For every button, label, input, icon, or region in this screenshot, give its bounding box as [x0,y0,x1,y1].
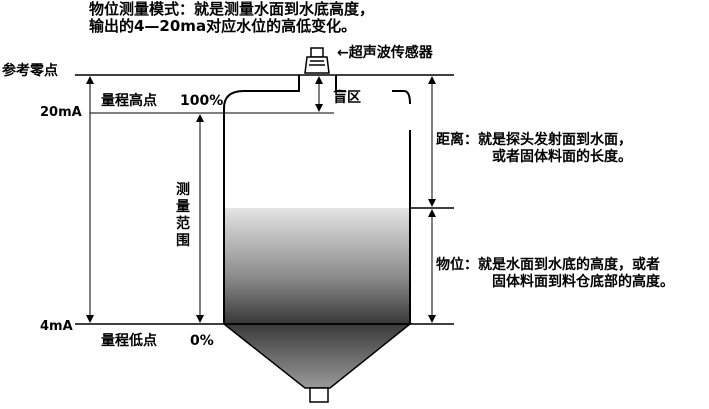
reference-zero-label: 参考零点 [2,63,58,79]
level-line-2: 固体料面到料仓底部的高度。 [492,274,674,290]
sensor-label: ←超声波传感器 [337,45,433,61]
blind-zone-label: 盲区 [333,90,361,106]
level-line-1: 物位：就是水面到水底的高度，或者 [436,257,660,273]
tank-outlet [309,387,329,403]
measure-range-label: 测量范围 [176,182,190,249]
ultrasonic-sensor-icon [304,47,330,74]
level-description: 物位：就是水面到水底的高度，或者 固体料面到料仓底部的高度。 [436,257,674,291]
header-line-1: 物位测量模式：就是测量水面到水底高度， [89,0,375,18]
header-text: 物位测量模式：就是测量水面到水底高度， 输出的4—20ma对应水位的高低变化。 [89,1,374,35]
distance-line-1: 距离：就是探头发射面到水面， [436,132,632,148]
ma20-label: 20mA [40,105,82,120]
tank-cone [221,323,413,389]
range-high-percent: 100% [180,93,224,109]
range-low-percent: 0% [190,333,214,349]
header-line-2: 输出的4—20ma对应水位的高低变化。 [89,17,357,35]
range-low-label: 量程低点 [101,333,157,349]
liquid-fill [224,208,410,324]
distance-line-2: 或者固体料面的长度。 [492,149,632,165]
ma4-label: 4mA [40,319,73,334]
tank-walls [223,75,411,324]
range-high-label: 量程高点 [101,93,157,109]
distance-description: 距离：就是探头发射面到水面， 或者固体料面的长度。 [436,132,632,166]
